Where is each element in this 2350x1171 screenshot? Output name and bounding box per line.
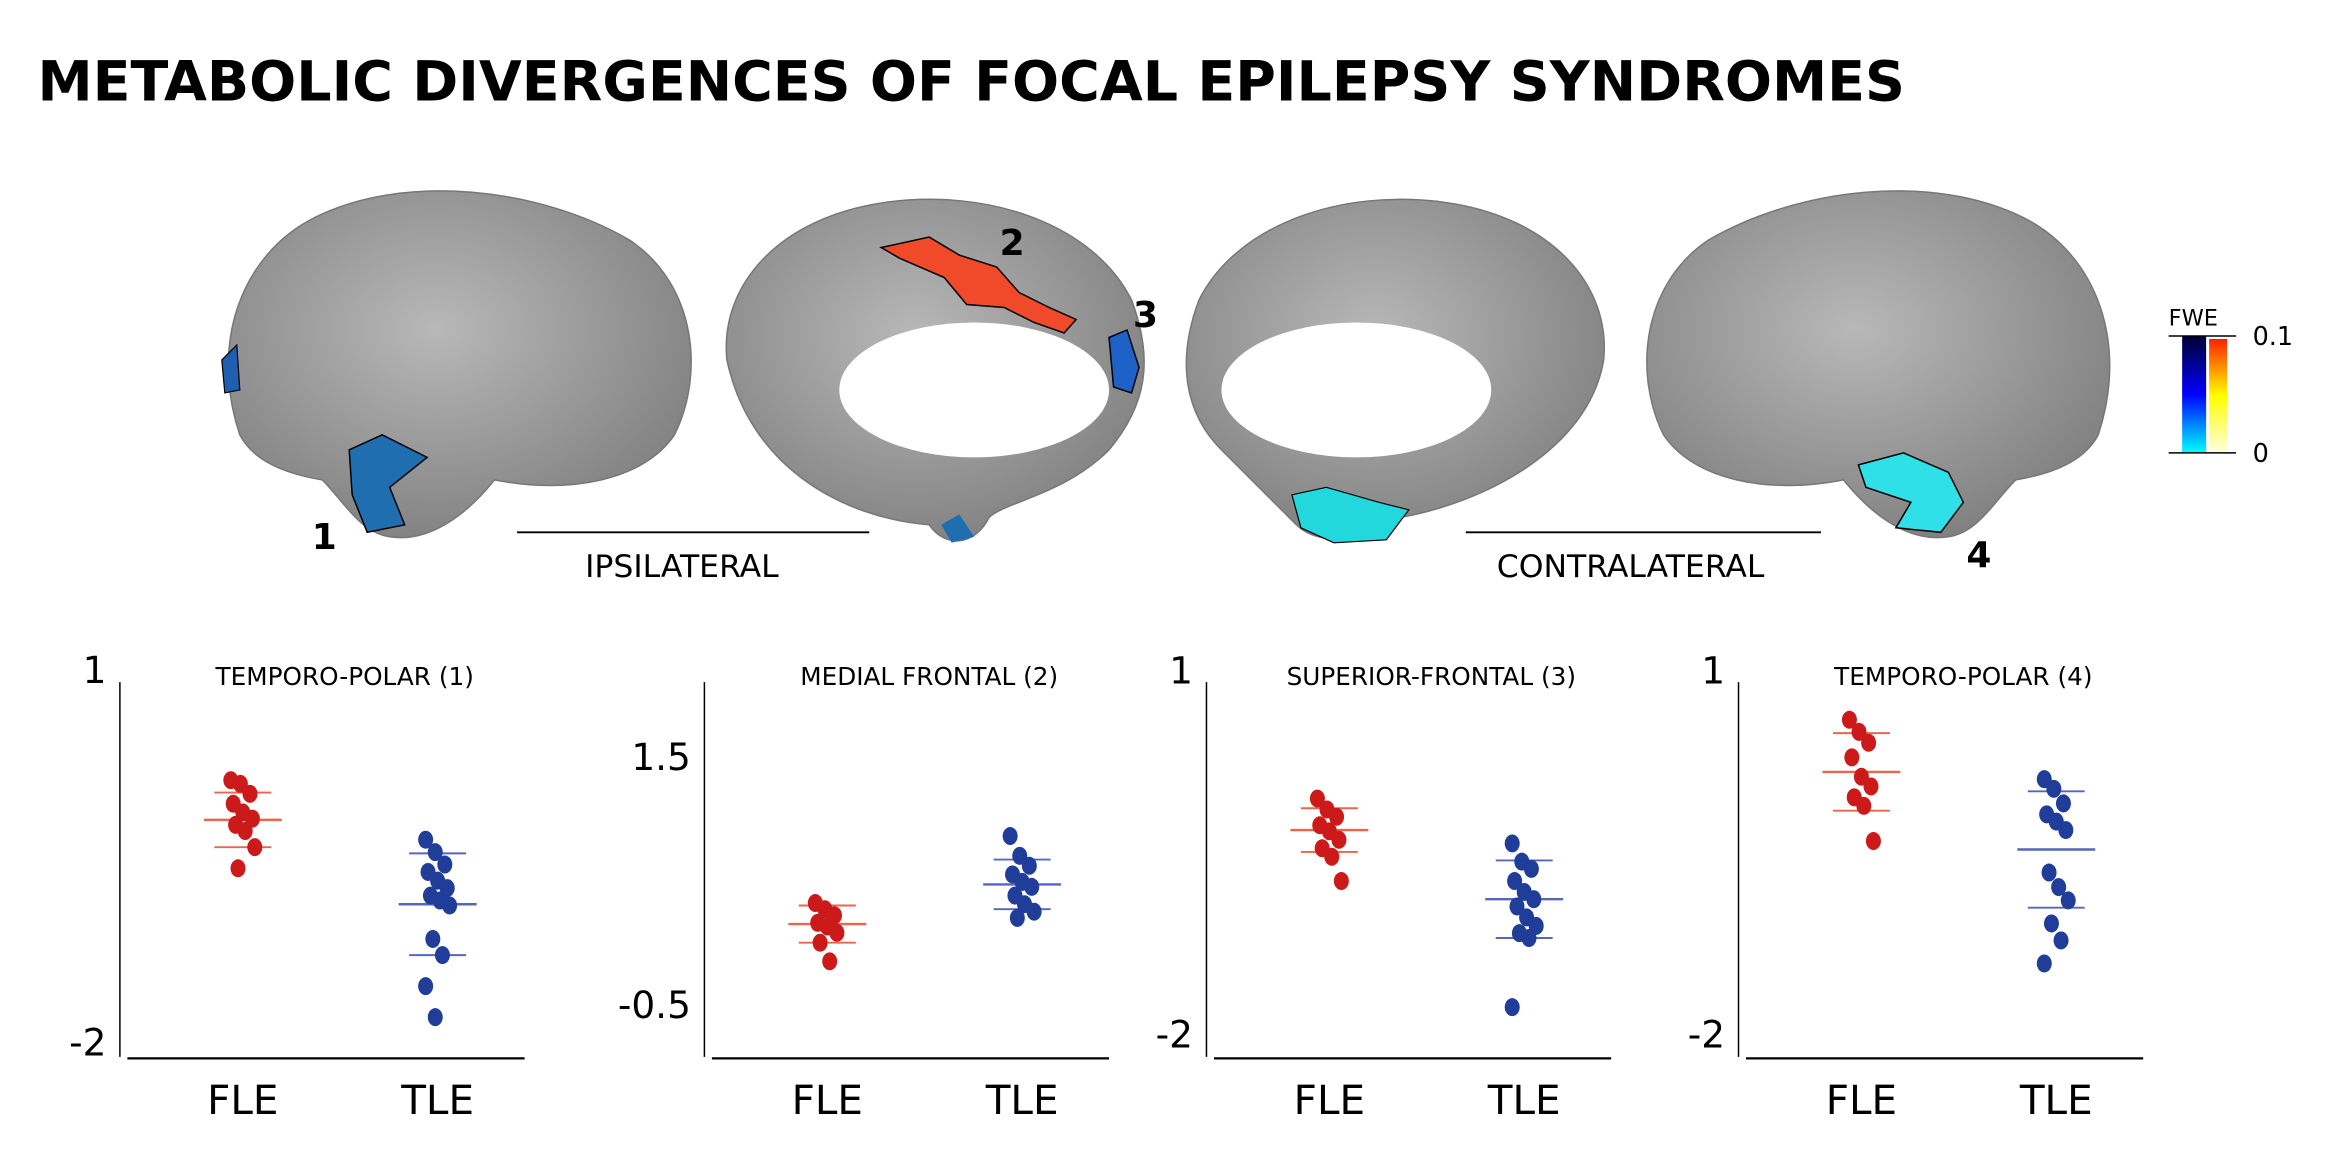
data-point-fle	[1841, 710, 1857, 729]
region-label-4: 4	[1966, 535, 1991, 576]
cluster-1-patch	[348, 434, 429, 534]
region-label-2: 2	[1000, 223, 1025, 264]
data-point-tle	[437, 855, 453, 874]
colorbar-min-label: 0	[2253, 439, 2269, 469]
data-point-tle	[1504, 998, 1520, 1017]
x-tick-label: TLE	[2019, 1076, 2093, 1124]
data-point-tle	[427, 1008, 443, 1027]
y-tick-label: -2	[1688, 1012, 1725, 1056]
x-tick-label: TLE	[1487, 1076, 1561, 1124]
data-point-tle	[2043, 914, 2059, 933]
x-tick-label: FLE	[1294, 1076, 1365, 1124]
x-tick-label: FLE	[207, 1076, 278, 1124]
data-point-fle	[247, 838, 263, 857]
plot-title: MEDIAL FRONTAL (2)	[800, 662, 1058, 691]
data-point-tle	[2060, 891, 2076, 910]
data-point-tle	[1504, 834, 1520, 853]
brain-contralateral-medial	[1185, 198, 1606, 544]
data-point-tle	[1523, 859, 1539, 878]
cluster-3-patch	[1108, 328, 1140, 394]
y-tick-label: -0.5	[618, 983, 691, 1027]
data-point-fle	[1851, 722, 1867, 741]
data-point-tle	[2055, 794, 2071, 813]
figure-title: METABOLIC DIVERGENCES OF FOCAL EPILEPSY …	[37, 51, 1905, 115]
cluster-2-patch	[879, 236, 1078, 334]
data-point-tle	[2046, 779, 2062, 798]
data-point-tle	[427, 843, 443, 862]
colorbar-warm	[2209, 338, 2228, 453]
region-label-3: 3	[1133, 295, 1158, 336]
data-point-fle	[1329, 807, 1345, 826]
x-tick-label: TLE	[985, 1076, 1059, 1124]
data-point-fle	[822, 952, 838, 971]
data-point-tle	[1526, 890, 1542, 909]
ipsilateral-label: IPSILATERAL	[585, 549, 779, 585]
data-point-fle	[812, 933, 828, 952]
x-tick-label: FLE	[1826, 1076, 1897, 1124]
data-point-tle	[418, 830, 434, 849]
data-point-tle	[2053, 931, 2069, 950]
colorbar-cool	[2182, 335, 2207, 453]
y-tick-label: 1.5	[631, 735, 691, 779]
data-point-tle	[442, 896, 458, 915]
data-point-fle	[1865, 832, 1881, 851]
data-point-tle	[425, 929, 441, 948]
data-point-tle	[434, 946, 450, 965]
y-tick-label: 1	[1169, 649, 1193, 693]
brain-ipsilateral-lateral: 1	[221, 190, 692, 558]
data-point-fle	[1309, 789, 1325, 808]
data-point-tle	[2051, 878, 2067, 897]
colorbar: FWE 0.1 0	[2169, 305, 2293, 468]
data-point-fle	[829, 923, 845, 942]
data-point-fle	[1333, 872, 1349, 891]
data-point-fle	[1856, 796, 1872, 815]
data-point-fle	[242, 784, 258, 803]
cluster-4-patch	[1857, 452, 1965, 534]
data-point-tle	[1002, 827, 1018, 846]
y-tick-label: -2	[1156, 1012, 1193, 1056]
data-point-tle	[2036, 954, 2052, 973]
data-point-tle	[1507, 872, 1523, 891]
data-point-fle	[237, 822, 253, 841]
plot-title: SUPERIOR-FRONTAL (3)	[1287, 662, 1576, 691]
brain-ipsilateral-medial: 2 3	[725, 198, 1158, 543]
data-point-fle	[1844, 748, 1860, 767]
data-point-fle	[1331, 830, 1347, 849]
data-point-tle	[418, 977, 434, 996]
data-point-tle	[2058, 821, 2074, 840]
colorbar-title: FWE	[2169, 305, 2218, 331]
data-point-tle	[1021, 856, 1037, 875]
data-point-fle	[1863, 777, 1879, 796]
y-tick-label: 1	[83, 648, 107, 692]
data-point-tle	[1009, 908, 1025, 927]
y-tick-label: -2	[69, 1020, 106, 1064]
data-point-tle	[1026, 902, 1042, 921]
colorbar-max-label: 0.1	[2253, 322, 2294, 352]
x-tick-label: TLE	[400, 1076, 474, 1124]
region-label-1: 1	[312, 517, 337, 558]
contralateral-label: CONTRALATERAL	[1497, 549, 1765, 585]
data-point-fle	[1861, 733, 1877, 752]
data-point-tle	[1521, 929, 1537, 948]
plot-title: TEMPORO-POLAR (1)	[215, 662, 474, 691]
data-point-tle	[1024, 877, 1040, 896]
data-point-fle	[230, 859, 246, 878]
data-point-tle	[2041, 863, 2057, 882]
y-tick-label: 1	[1701, 649, 1725, 693]
plot-title: TEMPORO-POLAR (4)	[1833, 662, 2092, 691]
brain-contralateral-lateral: 4	[1646, 190, 2111, 576]
x-tick-label: FLE	[792, 1076, 863, 1124]
data-point-tle	[1509, 897, 1525, 916]
data-point-fle	[1324, 847, 1340, 866]
